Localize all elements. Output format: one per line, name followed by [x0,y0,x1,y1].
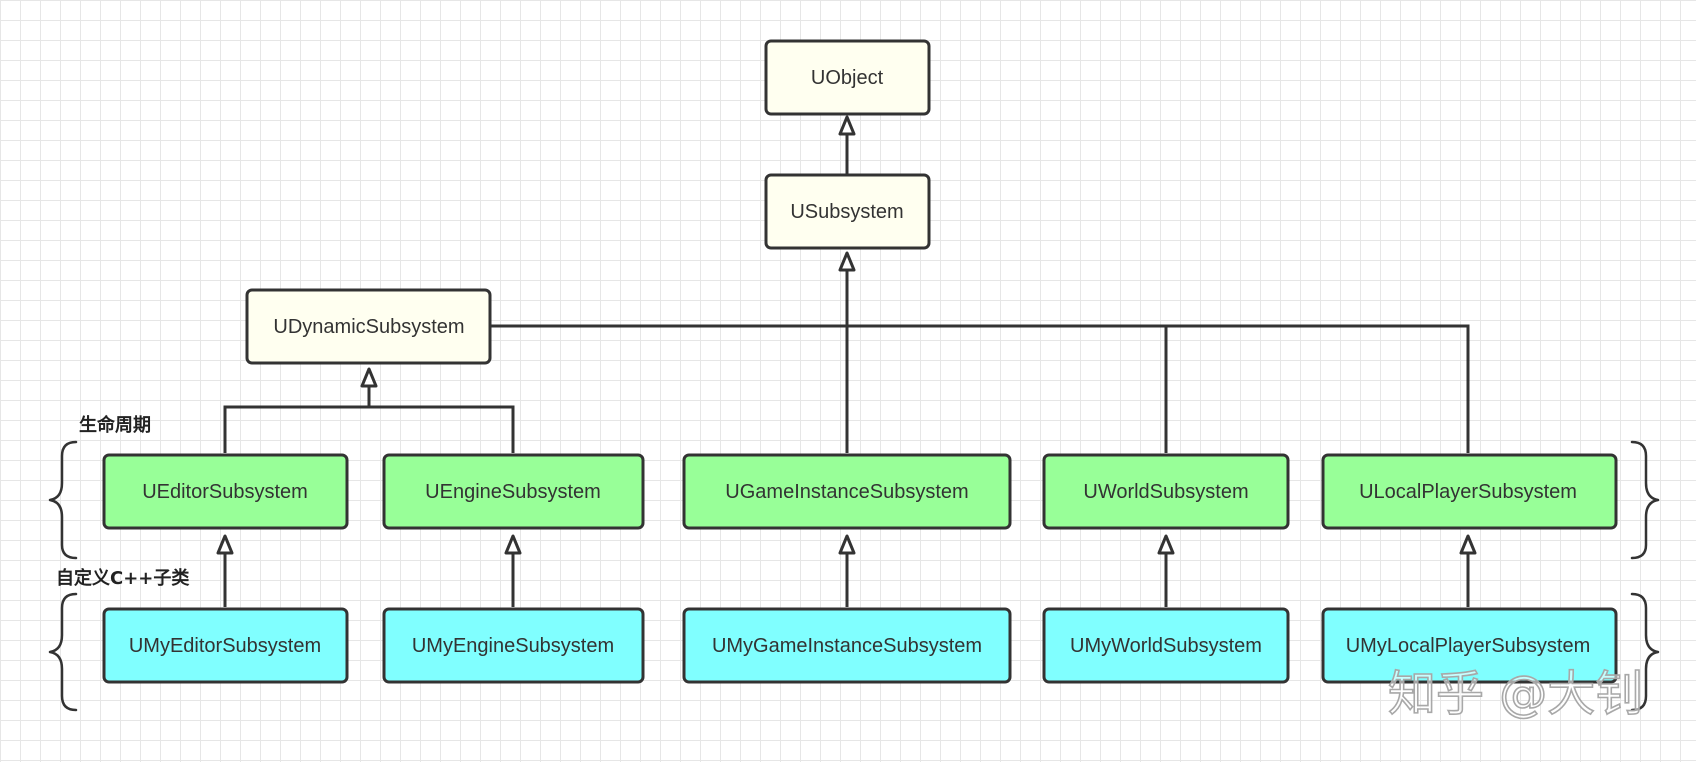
node-umyworldsubsystem-label: UMyWorldSubsystem [1070,635,1262,657]
inherit-arrow-world [1157,534,1175,555]
node-umygameinstancesubsystem-label: UMyGameInstanceSubsystem [712,635,982,657]
inherit-arrow-udynamic [360,367,378,388]
node-udynamicsubsystem[interactable]: UDynamicSubsystem [245,288,492,365]
inherit-arrow-editor [216,534,234,555]
node-umylocalplayersubsystem-label: UMyLocalPlayerSubsystem [1346,635,1591,657]
left-brace-lifecycle [48,440,78,560]
right-brace-custom-subclass [1630,592,1660,712]
node-ueditorsubsystem-label: UEditorSubsystem [142,481,308,503]
node-umyworldsubsystem-box [1042,607,1290,684]
node-ulocalplayersubsystem-box [1321,453,1618,530]
node-umyeditorsubsystem-box [102,607,349,684]
node-ugameinstancesubsystem[interactable]: UGameInstanceSubsystem [682,453,1012,530]
node-umyworldsubsystem[interactable]: UMyWorldSubsystem [1042,607,1290,684]
inherit-arrow-gameinstance [838,534,856,555]
connectors [223,133,1470,607]
label-custom-subclass: 自定义C++子类 [56,567,190,589]
node-umyeditorsubsystem[interactable]: UMyEditorSubsystem [102,607,349,684]
node-ugameinstancesubsystem-label: UGameInstanceSubsystem [725,481,968,503]
inherit-arrow-uobject [838,115,856,136]
node-ueditorsubsystem-box [102,453,349,530]
node-umyenginesubsystem-label: UMyEngineSubsystem [412,635,614,657]
curly-braces [48,440,1660,712]
node-uobject-box [764,39,931,116]
node-usubsystem-box [764,173,931,250]
node-uworldsubsystem-label: UWorldSubsystem [1083,481,1248,503]
node-udynamicsubsystem-label: UDynamicSubsystem [273,316,464,338]
right-brace-lifecycle [1630,440,1660,560]
node-umyenginesubsystem-box [382,607,645,684]
node-ulocalplayersubsystem-label: ULocalPlayerSubsystem [1359,481,1577,503]
node-umygameinstancesubsystem[interactable]: UMyGameInstanceSubsystem [682,607,1012,684]
inherit-arrow-engine [504,534,522,555]
node-udynamicsubsystem-box [245,288,492,365]
node-uenginesubsystem-label: UEngineSubsystem [425,481,601,503]
node-ugameinstancesubsystem-box [682,453,1012,530]
node-uenginesubsystem-box [382,453,645,530]
node-umyenginesubsystem[interactable]: UMyEngineSubsystem [382,607,645,684]
node-uobject-label: UObject [811,67,884,89]
node-umyeditorsubsystem-label: UMyEditorSubsystem [129,635,321,657]
node-uworldsubsystem[interactable]: UWorldSubsystem [1042,453,1290,530]
connector-editor-engine-to-udynamic [223,405,515,453]
inherit-arrow-usubsystem [838,251,856,272]
inherit-arrow-localplayer [1459,534,1477,555]
node-uenginesubsystem[interactable]: UEngineSubsystem [382,453,645,530]
left-brace-custom-subclass [48,592,78,712]
node-uobject[interactable]: UObject [764,39,931,116]
watermark-text: 知乎 @大钊 [1388,666,1643,722]
node-usubsystem-label: USubsystem [790,201,903,223]
node-umylocalplayersubsystem[interactable]: UMyLocalPlayerSubsystem [1321,607,1618,684]
node-usubsystem[interactable]: USubsystem [764,173,931,250]
node-ueditorsubsystem[interactable]: UEditorSubsystem [102,453,349,530]
label-lifecycle: 生命周期 [79,414,151,436]
node-umygameinstancesubsystem-box [682,607,1012,684]
inheritance-arrows [216,115,1477,555]
node-uworldsubsystem-box [1042,453,1290,530]
node-ulocalplayersubsystem[interactable]: ULocalPlayerSubsystem [1321,453,1618,530]
connector-horizontal-bus [490,324,1470,453]
node-umylocalplayersubsystem-box [1321,607,1618,684]
